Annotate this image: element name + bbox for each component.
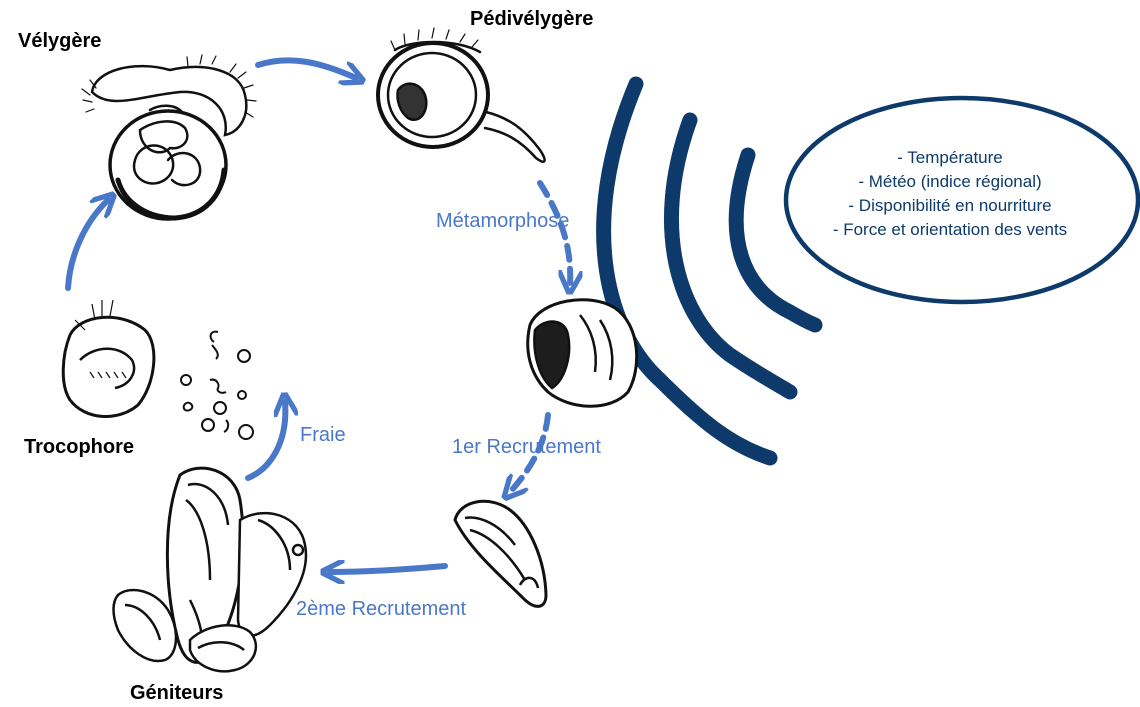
velygere-illustration xyxy=(81,54,257,221)
factor-item: - Météo (indice régional) xyxy=(858,172,1042,191)
label-pedivelygere: Pédivélygère xyxy=(470,8,594,30)
juvenile-illustration xyxy=(526,298,639,408)
factors-list: - Température - Météo (indice régional) … xyxy=(800,146,1100,242)
factor-item: - Force et orientation des vents xyxy=(832,220,1068,239)
factor-item: - Température xyxy=(897,148,1003,167)
factors-ellipse xyxy=(783,95,1140,305)
wave-outer xyxy=(596,76,778,466)
geniteurs-illustration xyxy=(112,466,308,673)
gametes-illustration xyxy=(180,330,254,440)
environment-waves xyxy=(596,76,823,466)
arrow-1er-recrutement xyxy=(510,412,551,492)
wave-inner xyxy=(728,147,823,333)
label-1er-recrutement: 1er Recrutement xyxy=(452,436,601,458)
label-2eme-recrutement: 2ème Recrutement xyxy=(296,598,467,620)
factor-item: - Disponibilité en nourriture xyxy=(848,196,1052,215)
arrow-2eme-recrutement xyxy=(330,566,448,572)
arrow-metamorphose xyxy=(537,180,570,285)
pedivelygere-illustration xyxy=(376,27,546,163)
arrow-velygere-to-pedivelygere xyxy=(255,57,356,78)
label-trocophore: Trocophore xyxy=(24,436,135,458)
wave-middle xyxy=(664,112,798,400)
label-fraie: Fraie xyxy=(300,424,346,446)
label-geniteurs: Géniteurs xyxy=(130,682,224,704)
cycle-arrows xyxy=(65,57,570,572)
label-metamorphose: Métamorphose xyxy=(436,210,570,232)
label-velygere: Vélygère xyxy=(18,30,102,52)
arrow-fraie xyxy=(245,402,285,481)
young-mussel-illustration xyxy=(453,499,548,608)
arrow-trocophore-to-velygere xyxy=(65,200,108,291)
trocophore-illustration xyxy=(61,299,156,418)
